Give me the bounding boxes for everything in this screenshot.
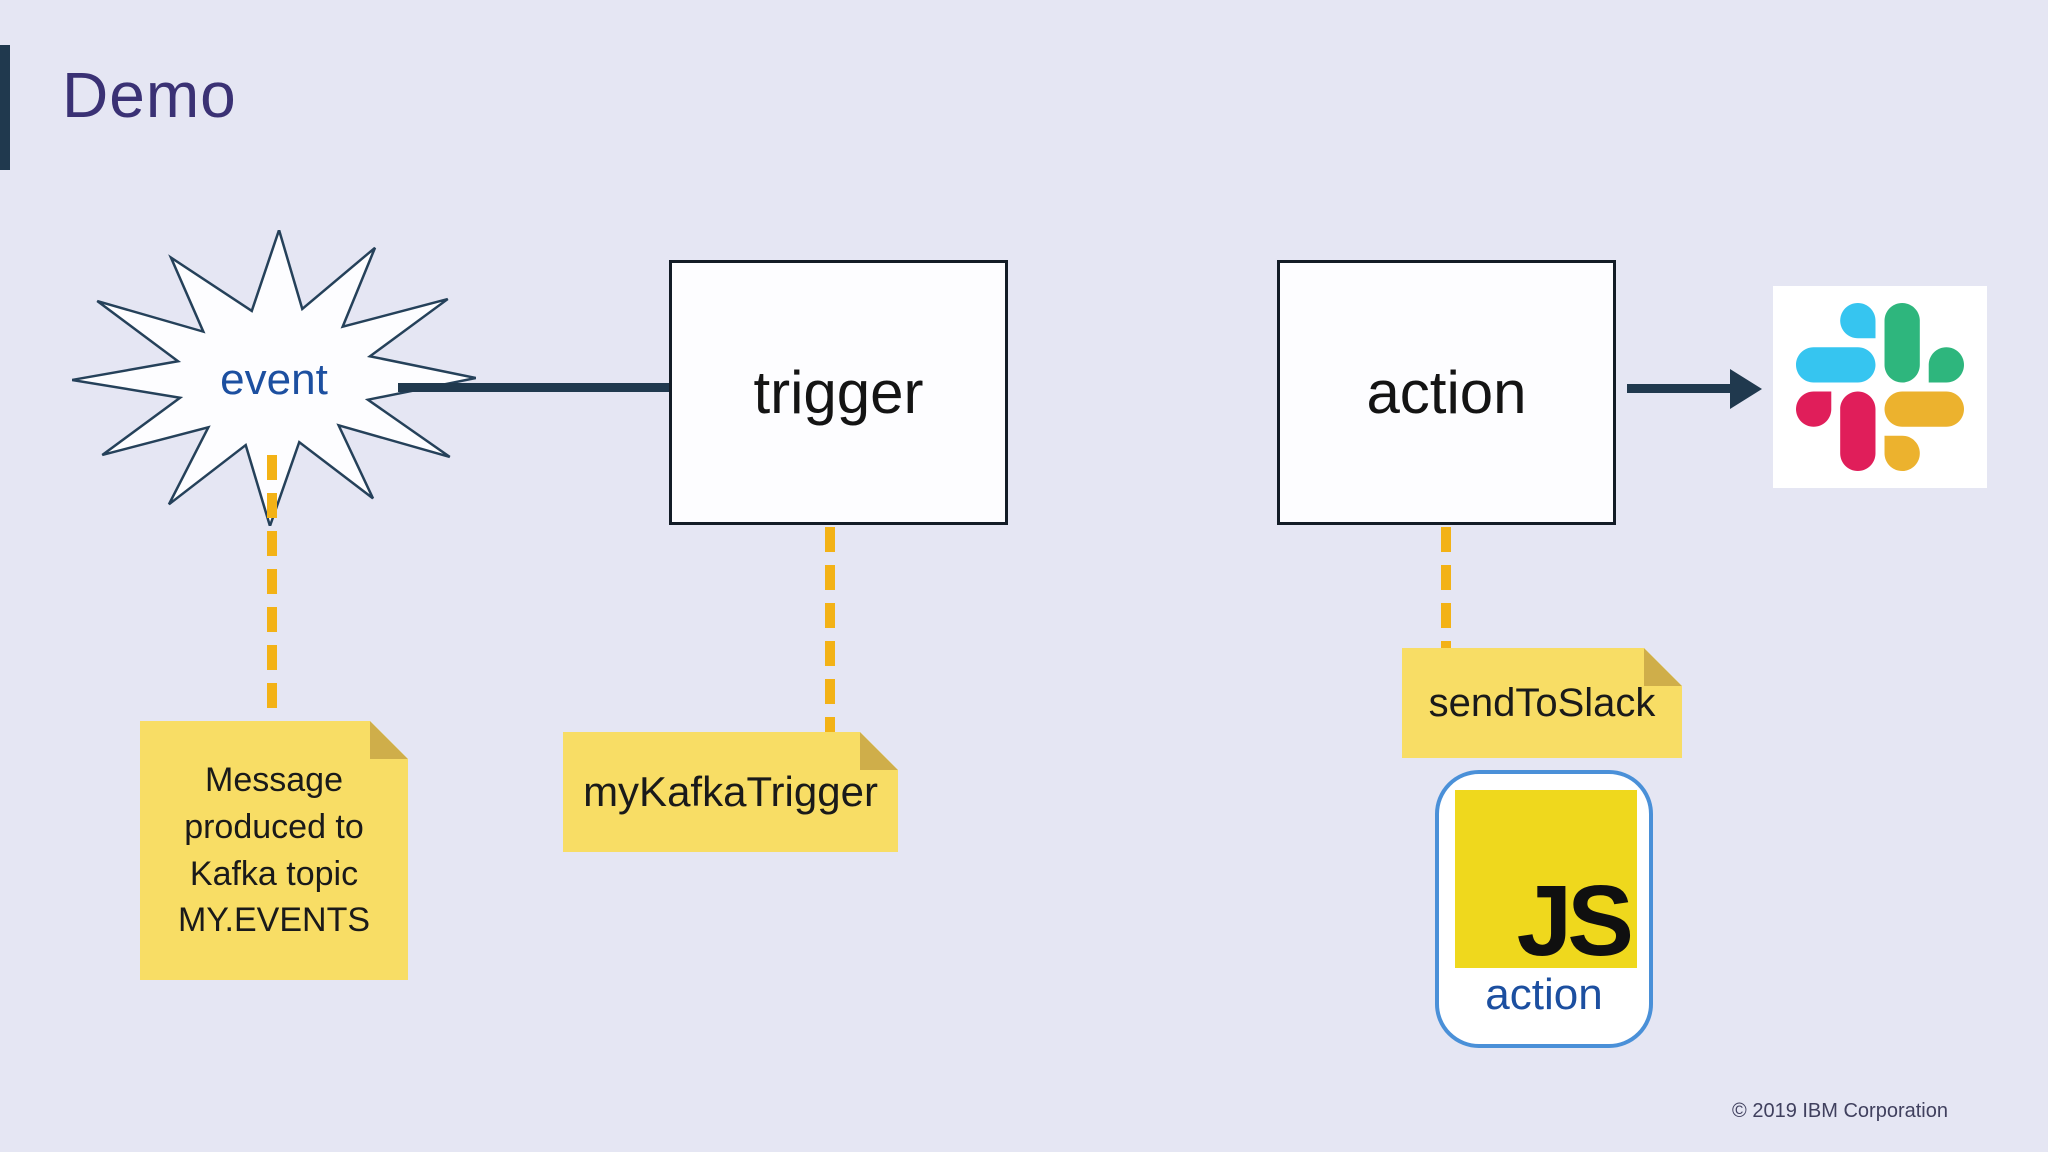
trigger-label: trigger [753,359,924,426]
event-sticky-note: Message produced to Kafka topic MY.EVENT… [140,721,408,980]
trigger-box: trigger [669,260,1008,525]
action-to-slack-line [1627,384,1735,393]
trigger-dashed-line [825,527,835,734]
note-fold-corner [370,721,408,759]
trigger-sticky-note: myKafkaTrigger [563,732,898,852]
note-fold-corner [860,732,898,770]
action-note-text: sendToSlack [1428,680,1656,725]
note-fold-corner [1644,648,1682,686]
event-to-trigger-line [398,383,672,392]
copyright-text: © 2019 IBM Corporation [1732,1100,1948,1122]
event-note-text: Message produced to Kafka topic MY.EVENT… [177,760,371,940]
action-box: action [1277,260,1616,525]
js-card-label: action [1485,970,1603,1019]
action-label: action [1366,359,1527,426]
event-dashed-line [267,455,277,723]
js-action-card: JS action [1435,770,1653,1048]
slack-logo-icon [1796,303,1964,471]
event-label: event [220,355,328,404]
trigger-note-text: myKafkaTrigger [583,768,878,815]
javascript-logo-icon: JS [1455,790,1637,977]
action-sticky-note: sendToSlack [1402,648,1682,758]
javascript-logo-text: JS [1516,865,1634,977]
event-burst-icon [72,230,476,526]
action-dashed-line [1441,527,1451,650]
page-title: Demo [62,59,237,131]
slack-logo-tile [1773,286,1987,488]
title-accent-bar [0,45,10,170]
arrow-right-icon [1730,369,1762,409]
